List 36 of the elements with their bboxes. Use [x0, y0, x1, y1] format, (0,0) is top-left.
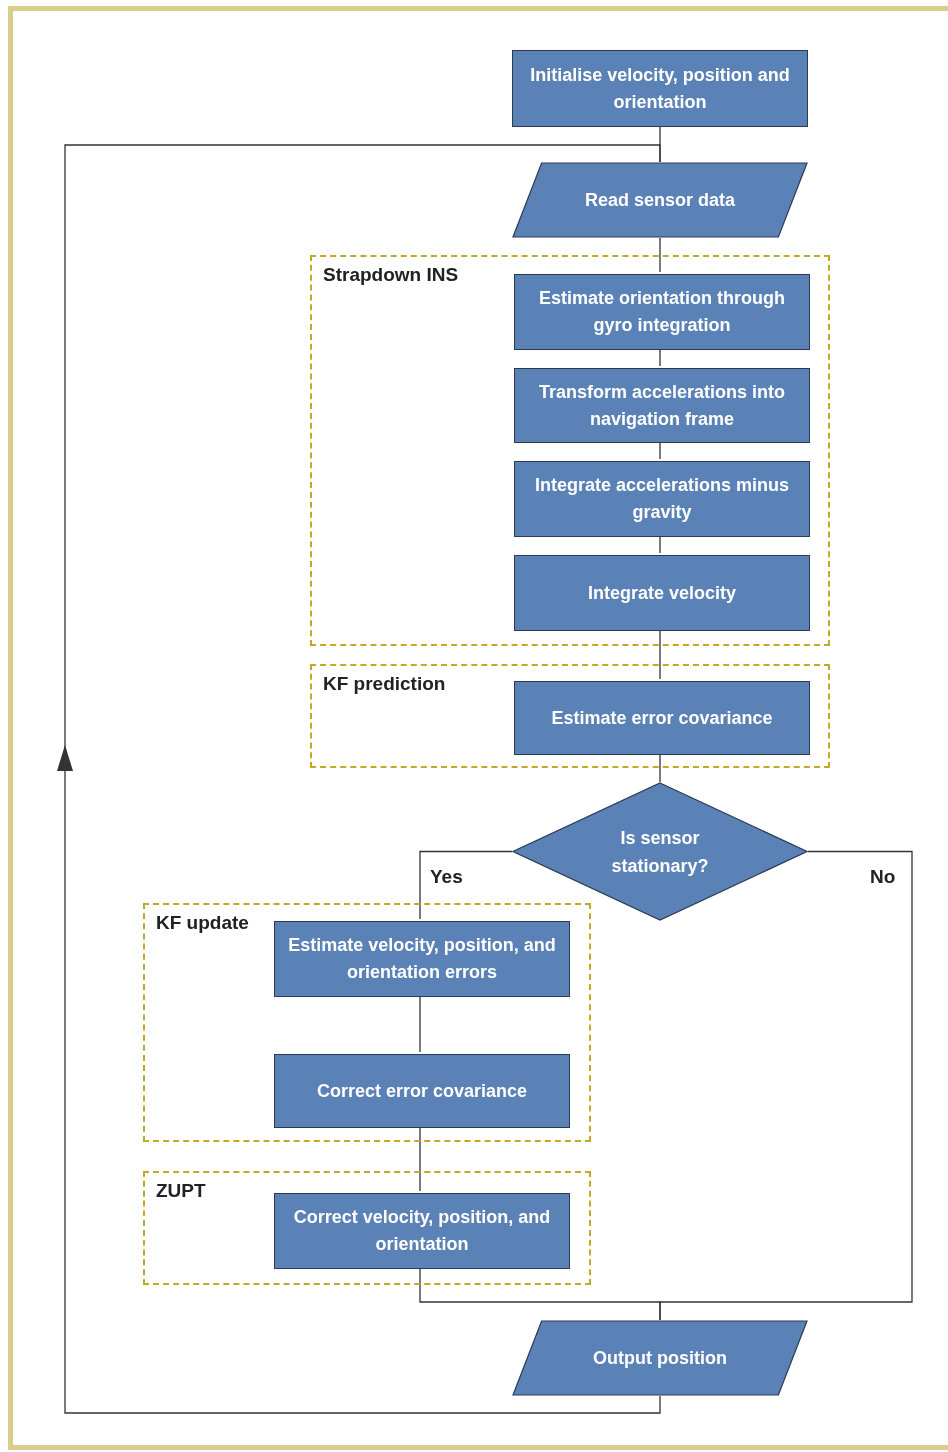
process-box	[514, 274, 810, 350]
dashed-group-frame	[310, 664, 830, 768]
group-label: KF prediction	[323, 672, 447, 696]
process-box	[514, 555, 810, 631]
node-text: Estimate orientation through gyro integration	[538, 287, 786, 337]
process-box	[512, 50, 808, 127]
io-parallelogram	[512, 162, 808, 238]
node-text: Correct velocity, position, and orientation	[292, 1206, 552, 1256]
process-box	[514, 461, 810, 537]
group-label: KF update	[156, 911, 250, 935]
node-text: Correct error covariance	[316, 1079, 528, 1103]
arrow	[57, 144, 661, 1414]
dashed-group-frame	[143, 1171, 591, 1285]
process-box	[274, 921, 570, 997]
connector-line	[659, 850, 913, 1321]
node-text: Read sensor data	[584, 189, 736, 212]
node-text: Initialise velocity, position and orientation	[529, 63, 791, 114]
io-parallelogram	[512, 1320, 808, 1396]
node-text: Transform accelerations into navigation frame	[537, 380, 787, 431]
process-box	[514, 368, 810, 443]
node-text: Output position	[593, 1347, 727, 1370]
connector-line	[419, 850, 513, 920]
dashed-group-frame	[310, 255, 830, 646]
node-text: Integrate velocity	[587, 581, 737, 605]
process-box	[274, 1193, 570, 1269]
connector-line	[659, 237, 661, 273]
node-text: Is sensor stationary?	[610, 826, 710, 878]
process-box	[274, 1054, 570, 1128]
node-text: Integrate accelerations minus gravity	[533, 474, 791, 524]
decision-diamond	[512, 782, 808, 921]
node-text: Estimate velocity, position, and orientation errors	[287, 934, 557, 984]
process-box	[514, 681, 810, 755]
group-label: Strapdown INS	[323, 263, 460, 287]
group-label: ZUPT	[156, 1179, 207, 1203]
dashed-group-frame	[143, 903, 591, 1142]
node-text: Estimate error covariance	[551, 706, 773, 730]
